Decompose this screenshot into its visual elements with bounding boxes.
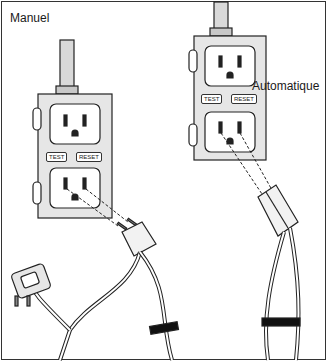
manual-plug	[11, 218, 179, 360]
outlet-type-label: Manuel	[10, 12, 49, 24]
button-label: RESET	[76, 152, 102, 162]
outlet-type-label: Automatique	[252, 80, 319, 92]
insert-guides	[67, 133, 272, 226]
automatic-plug	[258, 185, 300, 360]
button-label: TEST	[201, 94, 222, 104]
button-label: RESET	[231, 94, 257, 104]
button-label: TEST	[46, 152, 67, 162]
manual-outlet	[33, 40, 112, 218]
